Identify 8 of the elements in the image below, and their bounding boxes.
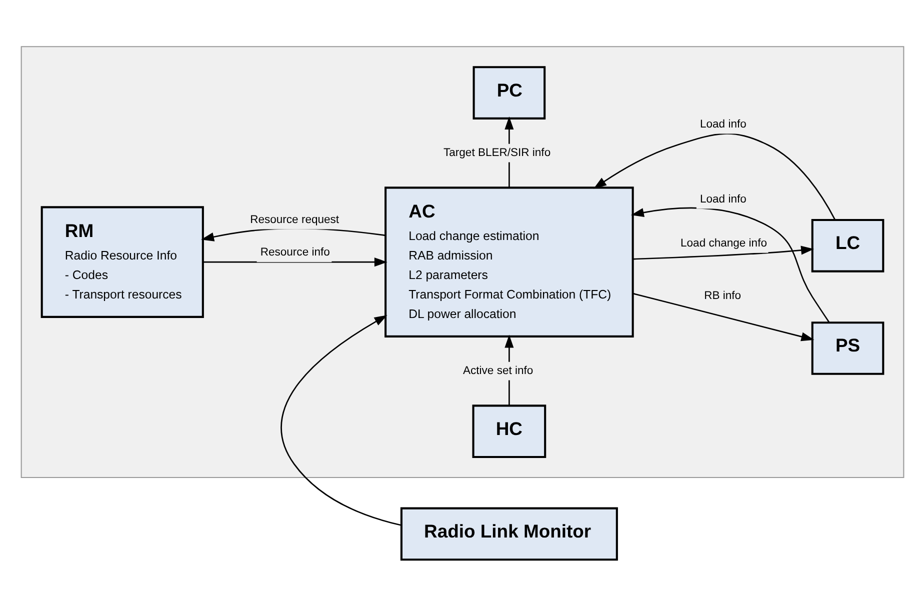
edge-label: RB info [704,289,741,302]
edge-label: Load info [700,192,746,205]
edge-label: Resource request [250,213,339,226]
edge-label: Load info [700,118,746,130]
edge-label: Resource info [260,246,330,258]
edge-label: Active set info [462,364,533,376]
edge-label: Target BLER/SIR info [443,146,550,158]
edge-label: Load change info [680,236,766,249]
